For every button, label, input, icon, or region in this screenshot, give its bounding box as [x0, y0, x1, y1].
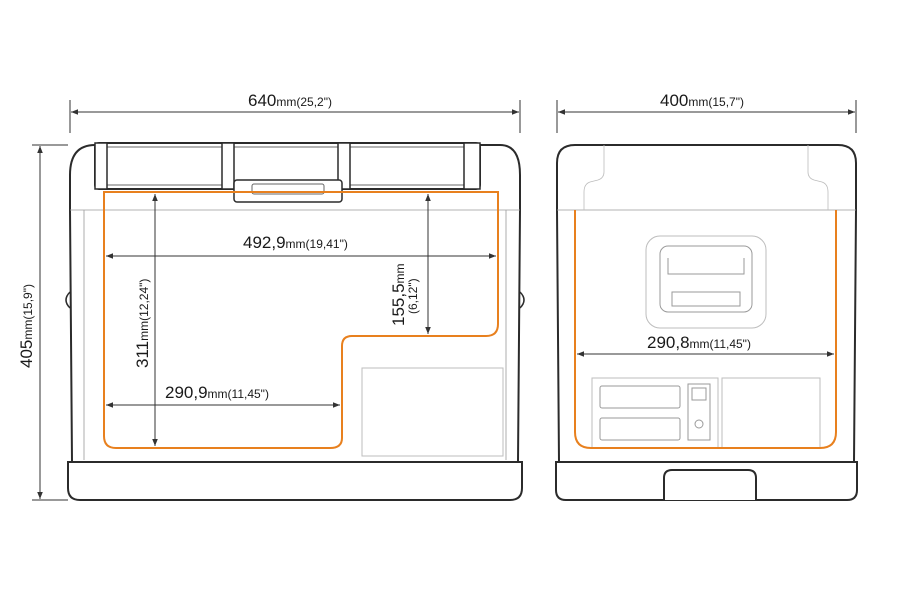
front-control-panel — [361, 367, 504, 457]
side-foot — [663, 469, 757, 500]
front-dimension-lines — [32, 100, 521, 501]
label-height-405: 405mm(15,9") — [17, 284, 36, 368]
side-cavity-outline — [574, 210, 837, 449]
label-lower-width-290-9: 290,9mm(11,45") — [165, 383, 269, 402]
front-view — [65, 142, 525, 501]
label-step-height-inch: (6,12") — [406, 278, 420, 314]
front-cavity-outline — [103, 191, 499, 449]
front-base — [67, 461, 523, 501]
label-width-640: 640mm(25,2") — [248, 91, 332, 110]
label-side-inner-width-290-8: 290,8mm(11,45") — [647, 333, 751, 352]
label-step-height-155: 155,5mm — [389, 263, 408, 326]
label-side-width-400: 400mm(15,7") — [660, 91, 744, 110]
side-dimension-lines — [556, 100, 857, 357]
side-body-outline — [556, 144, 857, 463]
side-view — [555, 144, 858, 501]
label-inner-height-311: 311mm(12,24") — [133, 279, 152, 368]
front-body-outline — [69, 144, 521, 463]
side-handle — [645, 235, 767, 329]
label-inner-width-492: 492,9mm(19,41") — [243, 233, 348, 252]
